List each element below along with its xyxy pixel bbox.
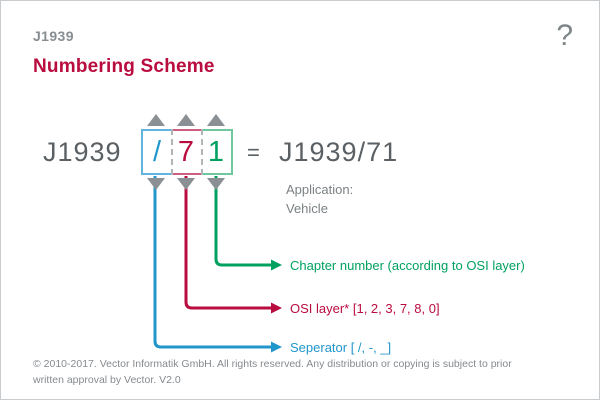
arrow-down-icon	[207, 178, 225, 190]
copyright-line-2: written approval by Vector. V2.0	[33, 373, 181, 386]
copyright-line-1: © 2010-2017. Vector Informatik GmbH. All…	[33, 358, 512, 370]
application-value: Vehicle	[286, 200, 328, 216]
cell-separator: /	[141, 129, 171, 175]
separator-connector-line	[153, 176, 272, 349]
osi-layer-char: 7	[177, 135, 195, 168]
dashed-divider	[171, 129, 173, 175]
arrow-up-icon	[147, 114, 165, 126]
legend-chapter-number: Chapter number (according to OSI layer)	[290, 258, 525, 273]
application-note: Application: Vehicle	[286, 181, 353, 219]
character-box-group: / 7 1	[141, 129, 233, 175]
help-icon[interactable]: ?	[556, 19, 573, 52]
legend-osi-layer: OSI layer* [1, 2, 3, 7, 8, 0]	[290, 301, 440, 316]
osi-layer-arrowhead-icon	[271, 302, 282, 314]
arrow-down-icon	[177, 178, 195, 190]
result-code-text: J1939/71	[279, 137, 399, 167]
application-label: Application:	[286, 182, 354, 197]
chapter-number-char: 1	[207, 135, 225, 168]
arrow-up-icon	[177, 114, 195, 126]
separator-char: /	[152, 135, 162, 168]
cell-chapter-number: 1	[201, 129, 233, 175]
copyright-footer: © 2010-2017. Vector Informatik GmbH. All…	[33, 357, 563, 389]
cell-osi-layer: 7	[171, 129, 201, 175]
page-title: Numbering Scheme	[33, 56, 215, 77]
osi-layer-connector-line	[184, 176, 272, 310]
chapter-arrowhead-icon	[271, 259, 282, 271]
dashed-divider	[201, 129, 203, 175]
arrow-up-icon	[207, 114, 225, 126]
diagram-prefix-text: J1939	[43, 137, 122, 167]
arrow-down-icon	[147, 178, 165, 190]
legend-separator: Seperator [ /, -, _]	[290, 340, 392, 355]
slide-topic-label: J1939	[33, 28, 74, 44]
equals-sign: =	[247, 140, 260, 165]
separator-arrowhead-icon	[271, 341, 282, 353]
